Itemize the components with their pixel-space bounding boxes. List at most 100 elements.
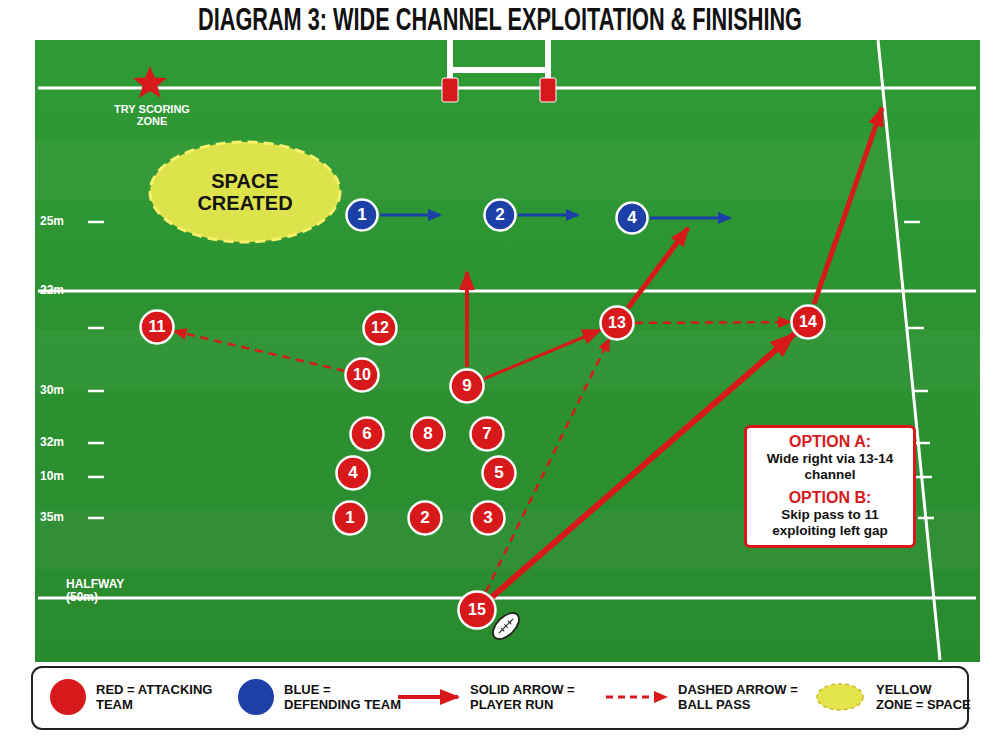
- player-number: 3: [470, 500, 506, 536]
- field-marking-label: HALFWAY (50m): [66, 578, 132, 604]
- attacker-marker: 12: [362, 310, 398, 346]
- pass-connector: [175, 331, 345, 371]
- swatch-ellipse: [817, 684, 863, 710]
- legend-text: YELLOW ZONE = SPACE: [876, 682, 971, 712]
- field-marking-label: 32m: [40, 436, 80, 449]
- ball-stitch: [504, 624, 508, 628]
- player-number: 4: [615, 201, 649, 235]
- attacker-marker: 15: [457, 590, 497, 630]
- grass-stripe: [35, 330, 980, 390]
- space-label: SPACE CREATED: [148, 140, 342, 244]
- player-number: 2: [407, 500, 443, 536]
- tick-mark: [904, 221, 920, 224]
- legend-dashed-arrow: [606, 696, 666, 699]
- legend-text: DASHED ARROW = BALL PASS: [678, 682, 803, 712]
- player-number: 13: [599, 305, 635, 341]
- defender-drift-arrow: [518, 214, 578, 217]
- tick-mark: [918, 517, 934, 520]
- field-marking-label: 10m: [40, 470, 80, 483]
- player-number: 14: [790, 304, 826, 340]
- field-marking-label: 30m: [40, 384, 80, 397]
- legend-text: BLUE = DEFENDING TEAM: [284, 682, 404, 712]
- ball-seam: [499, 619, 513, 633]
- tick-mark: [914, 442, 930, 445]
- pass-connector: [635, 321, 790, 324]
- attacker-marker: 3: [470, 500, 506, 536]
- tick-mark: [908, 327, 924, 330]
- try-line: [38, 87, 976, 90]
- player-number: 9: [449, 368, 485, 404]
- attacker-marker: 10: [344, 357, 380, 393]
- rugby-ball: [486, 608, 526, 644]
- line-22m: [38, 290, 976, 293]
- player-number: 2: [483, 198, 517, 232]
- legend-text: RED = ATTACKING TEAM: [96, 682, 231, 712]
- space-zone: SPACE CREATED: [148, 140, 342, 244]
- touch-line: [878, 40, 940, 660]
- defender-marker: 2: [483, 198, 517, 232]
- post-pad: [442, 78, 458, 102]
- tick-mark: [88, 442, 104, 445]
- player-number: 4: [335, 455, 371, 491]
- player-number: 11: [139, 309, 175, 345]
- legend-frame: [32, 667, 968, 729]
- attacker-marker: 7: [469, 416, 505, 452]
- legend-text: SOLID ARROW = PLAYER RUN: [470, 682, 588, 712]
- tick-mark: [916, 476, 932, 479]
- player-number: 1: [345, 198, 379, 232]
- swatch-circle: [238, 679, 274, 715]
- defender-marker: 4: [615, 201, 649, 235]
- player-number: 7: [469, 416, 505, 452]
- tick-mark: [88, 221, 104, 224]
- attacker-marker: 2: [407, 500, 443, 536]
- run-connector: [484, 330, 601, 379]
- option-heading: OPTION B:: [751, 488, 909, 507]
- post-pad: [540, 78, 556, 102]
- tick-mark: [88, 327, 104, 330]
- run-arrow: [628, 228, 688, 308]
- legend-swatch: [231, 677, 281, 717]
- player-number: 6: [349, 416, 385, 452]
- zone-label: TRY SCORING ZONE: [107, 103, 197, 127]
- player-number: 12: [362, 310, 398, 346]
- ball-stitch: [501, 628, 505, 632]
- attacker-marker: 1: [332, 500, 368, 536]
- try-star: [133, 66, 167, 98]
- attacker-marker: 11: [139, 309, 175, 345]
- attacker-marker: 9: [449, 368, 485, 404]
- player-number: 15: [457, 590, 497, 630]
- grass-field: [35, 40, 980, 662]
- tick-mark: [88, 476, 104, 479]
- option-text: Skip pass to 11 exploiting left gap: [761, 507, 899, 539]
- diagram-title: DIAGRAM 3: WIDE CHANNEL EXPLOITATION & F…: [10, 3, 990, 37]
- attacker-marker: 4: [335, 455, 371, 491]
- tick-mark: [88, 517, 104, 520]
- halfway-line: [38, 597, 976, 600]
- attacker-marker: 5: [481, 455, 517, 491]
- swatch-circle: [50, 679, 86, 715]
- attacker-marker: 6: [349, 416, 385, 452]
- field-marking-label: 22m: [40, 284, 80, 297]
- attacker-marker: 8: [410, 416, 446, 452]
- attacker-marker: 14: [790, 304, 826, 340]
- defender-drift-arrow: [380, 214, 440, 217]
- legend-swatch: [43, 677, 93, 717]
- options-box: OPTION A:Wide right via 13-14 channelOPT…: [744, 425, 916, 548]
- field-marking-label: 25m: [40, 215, 80, 228]
- ball-stitch: [508, 621, 512, 625]
- player-number: 8: [410, 416, 446, 452]
- option-text: Wide right via 13-14 channel: [761, 451, 899, 483]
- goal-posts: [442, 40, 556, 102]
- tick-mark: [912, 390, 928, 393]
- player-number: 10: [344, 357, 380, 393]
- attacker-marker: 13: [599, 305, 635, 341]
- field-marking-label: 35m: [40, 511, 80, 524]
- defender-marker: 1: [345, 198, 379, 232]
- tick-mark: [88, 390, 104, 393]
- player-number: 5: [481, 455, 517, 491]
- player-number: 1: [332, 500, 368, 536]
- field-ticks: [88, 222, 934, 518]
- goal-crossbar: [450, 67, 548, 73]
- defender-drift-arrow: [650, 217, 730, 220]
